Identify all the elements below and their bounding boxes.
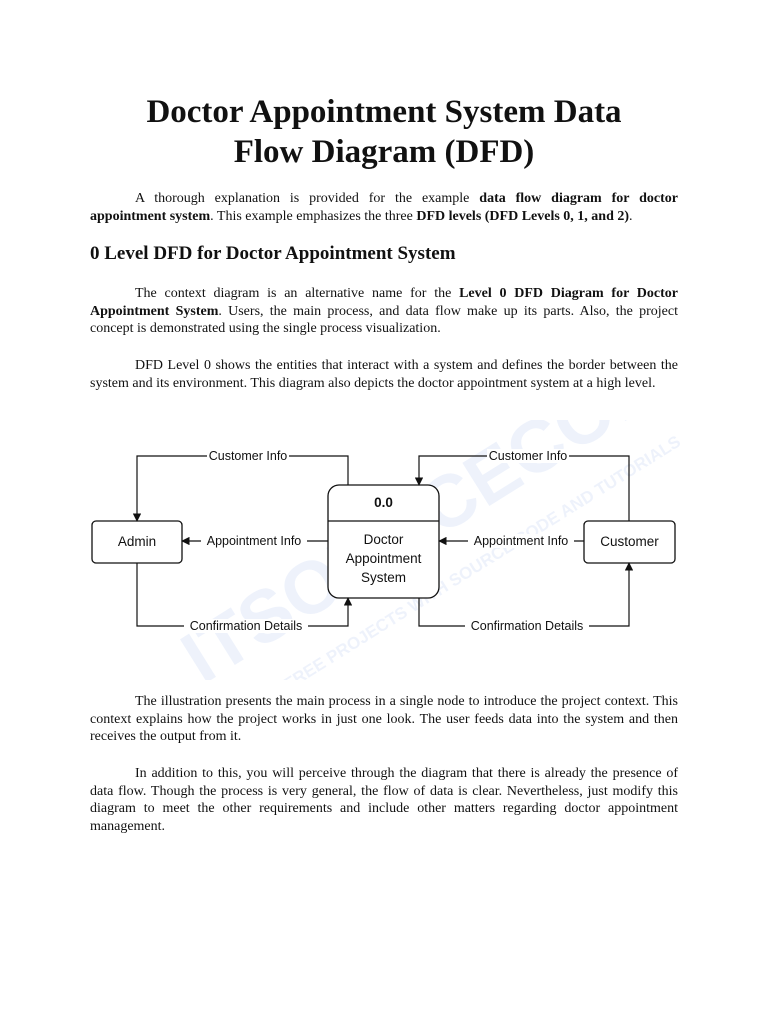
intro-text-3: . <box>629 208 633 224</box>
intro-text-2: . This example emphasizes the three <box>210 208 417 224</box>
flow-line-customer-info-left <box>132 455 349 522</box>
intro-bold-2: DFD levels (DFD Levels 0, 1, and 2) <box>416 208 630 224</box>
flow-label-confirmation-left: Confirmation Details <box>190 619 303 633</box>
flow-label-confirmation-right: Confirmation Details <box>471 619 584 633</box>
level0-paragraph: DFD Level 0 shows the entities that inte… <box>90 358 678 391</box>
closing-paragraph-2: In addition to this, you will perceive t… <box>90 766 678 834</box>
intro-text-1: A thorough explanation is provided for t… <box>135 191 480 206</box>
intro-paragraph: A thorough explanation is provided for t… <box>90 190 678 225</box>
page-title: Doctor Appointment System Data Flow Diag… <box>60 92 708 172</box>
admin-entity-label: Admin <box>118 534 156 549</box>
flow-label-bg <box>465 619 589 633</box>
customer-entity-label: Customer <box>600 534 659 549</box>
flow-label-customer-info-right: Customer Info <box>489 449 568 463</box>
section-heading: 0 Level DFD for Doctor Appointment Syste… <box>90 243 456 264</box>
context-text-1: The context diagram is an alternative na… <box>135 286 460 301</box>
closing-paragraph-1: The illustration presents the main proce… <box>90 694 678 744</box>
flow-label-bg <box>468 534 574 548</box>
title-line-1: Doctor Appointment System Data <box>146 94 622 130</box>
flow-label-bg <box>207 449 289 463</box>
dfd-level0-diagram: ITSOURCECODE FREE PROJECTS WITH SOURCE C… <box>91 420 684 680</box>
title-line-2: Flow Diagram (DFD) <box>233 134 535 170</box>
context-bold-1: Level 0 DFD Diagram for Doctor Appointme… <box>90 286 678 319</box>
flow-label-bg <box>487 449 569 463</box>
process-name-line-1: Doctor <box>364 532 404 547</box>
process-id: 0.0 <box>374 495 393 510</box>
flow-label-bg <box>201 534 307 548</box>
flow-label-appointment-info-right: Appointment Info <box>474 534 569 548</box>
process-name-line-3: System <box>361 570 406 585</box>
flow-label-appointment-info-left: Appointment Info <box>207 534 302 548</box>
process-name-line-2: Appointment <box>346 551 422 566</box>
context-text-2: . Users, the main process, and data flow… <box>90 303 678 337</box>
context-paragraph: The context diagram is an alternative na… <box>90 285 678 338</box>
flow-label-bg <box>184 619 308 633</box>
intro-bold-1: data flow diagram for doctor appointment… <box>90 191 678 224</box>
flow-label-customer-info-left: Customer Info <box>209 449 288 463</box>
